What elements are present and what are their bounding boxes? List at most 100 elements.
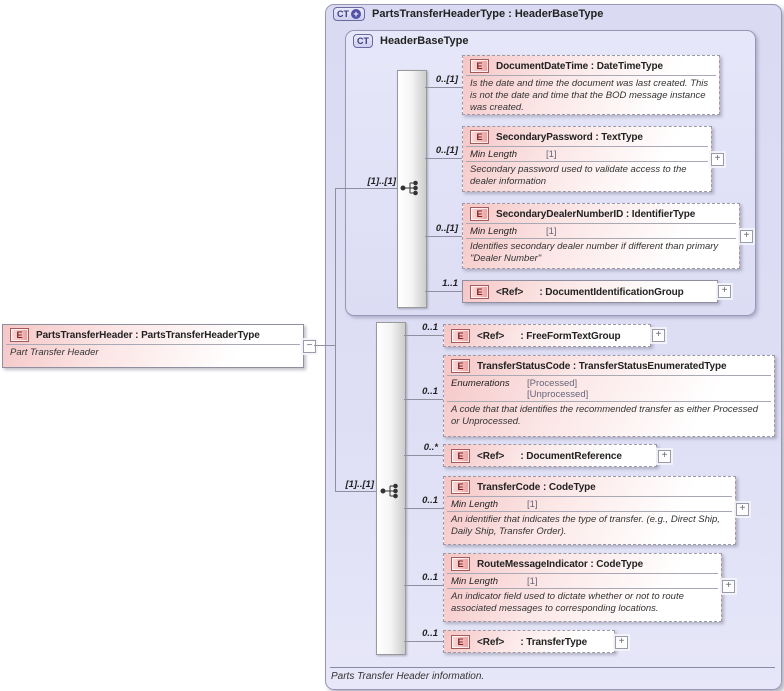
element-title: <Ref> : TransferType [477,636,588,648]
expand-button-route-message-indicator[interactable]: + [722,580,735,593]
facet-label: Min Length [451,576,499,587]
cardinality-label: 0..* [423,442,438,453]
element-icon: E [470,207,489,221]
facet-label: Min Length [451,499,499,510]
branch-line [425,291,462,292]
outer-type-annotation: Parts Transfer Header information. [331,671,485,682]
element-annotation: Is the date and time the document was la… [470,78,709,114]
sequence-icon [400,180,418,196]
element-icon: E [451,449,470,463]
enum-value: [Processed] [527,378,578,389]
outer-type-title: PartsTransferHeaderType : HeaderBaseType [372,8,604,20]
footer-divider [330,667,775,668]
enum-value: [Unprocessed] [527,389,589,400]
cardinality-label: 0..[1] [435,74,458,85]
element-ref-document-identification-group[interactable]: E <Ref> : DocumentIdentificationGroup [462,280,718,303]
cardinality-label: 0..1 [422,572,438,583]
sequence-bar [376,322,406,655]
expand-button-free-form-text-group[interactable]: + [652,329,665,342]
branch-line [404,335,443,336]
facet-value: [1] [527,499,538,510]
facet-row: Min Length[1] [463,224,739,238]
divider [447,496,732,497]
cardinality-label: 0..[1] [435,223,458,234]
element-annotation: An indicator field used to dictate wheth… [451,591,684,615]
element-secondary-dealer-number-id[interactable]: E SecondaryDealerNumberID : IdentifierTyp… [462,203,740,269]
divider [466,146,708,147]
divider [6,344,300,345]
element-title: PartsTransferHeader : PartsTransferHeade… [36,329,260,341]
sequence-bar [397,70,427,308]
divider [447,573,718,574]
cardinality-label: 0..[1] [435,145,458,156]
divider [466,223,736,224]
connector-line [335,491,380,492]
branch-line [404,399,443,400]
branch-line [404,455,443,456]
element-title: TransferCode : CodeType [477,481,596,493]
expand-button-transfer-type[interactable]: + [615,636,628,649]
element-icon: E [10,328,29,342]
expand-button-document-identification-group[interactable]: + [718,285,731,298]
expand-button-secondary-dealer-number-id[interactable]: + [740,230,753,243]
connector-trunk [335,188,336,491]
facet-row: Min Length [1] [444,497,735,511]
cardinality-label: 0..1 [422,322,438,333]
divider [447,511,732,512]
expand-button-transfer-code[interactable]: + [736,503,749,516]
facet-label: Min Length [470,149,518,160]
cardinality-label: 0..1 [422,386,438,397]
element-title: RouteMessageIndicator : CodeType [477,558,644,570]
complex-type-plus-badge: CT+ [333,7,365,21]
complex-type-badge: CT [353,34,373,48]
cardinality-label: 0..1 [422,628,438,639]
branch-line [425,87,462,88]
element-ref-document-reference[interactable]: E<Ref> : DocumentReference [443,444,657,467]
derived-type-plus-icon: + [351,9,361,19]
element-title: SecondaryDealerNumberID : IdentifierType [496,208,696,220]
element-title: TransferStatusCode : TransferStatusEnume… [477,360,727,372]
element-icon: E [451,635,470,649]
expand-button-document-reference[interactable]: + [658,450,671,463]
facet-row: Min Length [1] [444,574,721,588]
element-route-message-indicator[interactable]: E RouteMessageIndicator : CodeType Min Le… [443,553,722,622]
element-ref-transfer-type[interactable]: E <Ref> : TransferType [443,630,615,653]
facet-values: [Processed][Unprocessed] [527,378,588,400]
facet-value: [1] [527,576,538,587]
branch-line [425,158,462,159]
collapse-button[interactable]: − [303,340,316,353]
branch-line [404,585,443,586]
element-title: <Ref> : FreeFormTextGroup [477,330,621,342]
connector-line [335,188,400,189]
expand-button-secondary-password[interactable]: + [711,153,724,166]
element-icon: E [470,285,489,299]
element-annotation: Identifies secondary dealer number if di… [470,241,719,265]
element-annotation: Part Transfer Header [10,347,99,358]
element-ref-free-form-text-group[interactable]: E<Ref> : FreeFormTextGroup [443,324,651,347]
element-title: <Ref> : DocumentIdentificationGroup [496,286,684,298]
facet-label: Enumerations [451,378,510,389]
branch-line [404,641,443,642]
facet-row: Min Length [1] [463,147,711,161]
element-parts-transfer-header[interactable]: E PartsTransferHeader : PartsTransferHead… [2,324,304,368]
divider [466,238,736,239]
divider [466,161,708,162]
element-annotation: A code that that identifies the recommen… [451,404,758,428]
element-title: DocumentDateTime : DateTimeType [496,60,663,72]
divider [447,375,771,376]
group-cardinality: [1]..[1] [367,176,397,187]
facet-label: Min Length [470,226,518,237]
cardinality-label: 0..1 [422,495,438,506]
divider [466,75,716,76]
group-cardinality: [1]..[1] [345,479,375,490]
outer-type-header: CT+ PartsTransferHeaderType : HeaderBase… [333,7,603,21]
element-icon: E [451,557,470,571]
facet-value: [1] [546,149,557,160]
divider [447,401,771,402]
ct-badge-label: CT [357,36,369,46]
